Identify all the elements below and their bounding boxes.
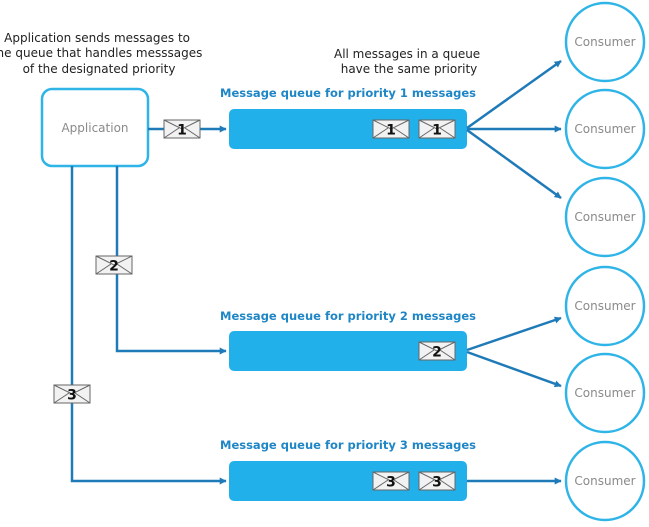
application-label: Application [61,121,128,135]
queue-note-line-2: have the same priority [341,62,478,76]
application-box [40,87,150,168]
application-note-line-1: Application sends messages to [4,31,190,45]
consumer-1: Consumer [564,1,646,83]
envelope-icon: 3 [418,471,456,491]
consumer-5: Consumer [564,352,646,434]
consumer-2-circle [564,88,646,170]
queue-note: All messages in a queue have the same pr… [334,47,484,76]
queue-1-title: Message queue for priority 1 messages [220,86,476,100]
queue-3-title: Message queue for priority 3 messages [220,438,476,452]
consumer-5-circle [564,352,646,434]
arrow-queue-1-to-consumer-3 [466,128,562,200]
queue-3-message-1-number: 3 [386,475,396,491]
application-note: Application sends messages to the queue … [0,31,206,76]
queue-2-title: Message queue for priority 2 messages [220,309,476,323]
arrow-queue-2-to-consumer-5 [466,350,562,388]
queue-1-bar [229,109,467,149]
envelope-icon: 2 [418,341,456,361]
sent-message-1-number: 1 [177,123,187,139]
envelope-icon: 3 [372,471,410,491]
queue-1-message-1-number: 1 [386,123,396,139]
envelope-icon: 3 [53,384,91,404]
consumer-6-circle [564,440,646,522]
application-note-line-3: of the designated priority [23,62,176,76]
consumer-6: Consumer [564,440,646,522]
queue-2-message-1-number: 2 [432,345,442,361]
consumer-3-circle [564,176,646,258]
route-to-queue-2 [115,166,227,355]
queue-1-message-2-number: 1 [432,123,442,139]
sent-message-3-number: 3 [67,388,77,404]
envelope-icon: 1 [163,119,201,139]
queue-3-message-2-number: 3 [432,475,442,491]
consumer-3-label: Consumer [574,210,635,224]
consumer-2: Consumer [564,88,646,170]
consumer-5-label: Consumer [574,386,635,400]
queue-2-bar [229,331,467,371]
arrow-queue-1-to-consumer-1 [466,59,562,130]
envelope-icon: 1 [418,119,456,139]
consumer-4-label: Consumer [574,299,635,313]
consumer-1-circle [564,1,646,83]
queue-3-bar [229,461,467,501]
queue-1: Message queue for priority 1 messages [220,86,476,149]
queue-note-line-1: All messages in a queue [334,47,480,61]
consumer-4: Consumer [564,265,646,347]
consumer-1-label: Consumer [574,35,635,49]
application-node: Application [40,87,150,168]
consumer-2-label: Consumer [574,122,635,136]
sent-message-2-number: 2 [109,259,119,275]
envelope-icon: 1 [372,119,410,139]
route-to-queue-3 [70,166,227,485]
envelope-icon: 2 [95,255,133,275]
consumer-6-label: Consumer [574,474,635,488]
queue-3: Message queue for priority 3 messages [220,438,476,501]
consumer-4-circle [564,265,646,347]
arrow-queue-2-to-consumer-4 [466,316,562,352]
consumer-3: Consumer [564,176,646,258]
application-note-line-2: the queue that handles messsages [0,46,202,60]
queue-2: Message queue for priority 2 messages [220,309,476,371]
